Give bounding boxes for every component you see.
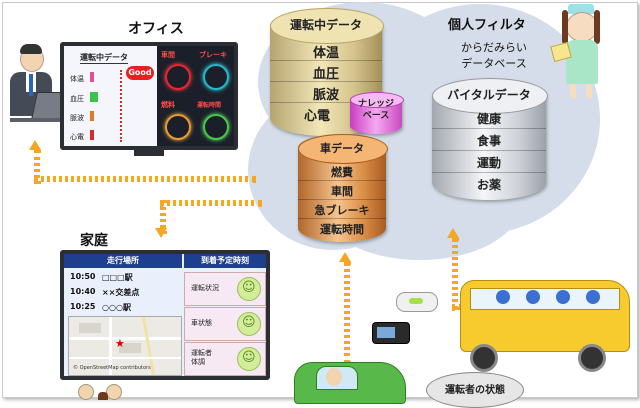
cylinder-item: 運動 xyxy=(476,156,501,170)
knowledge-base-cylinder: ナレッジ ベース xyxy=(350,92,404,134)
gauge-icon xyxy=(203,114,229,140)
cylinder-item: 心電 xyxy=(304,109,331,124)
place-value: ○○○駅 xyxy=(102,303,131,312)
level-bar xyxy=(90,72,94,82)
location-marker-icon: ★ xyxy=(115,337,125,350)
eta-header: 到着予定時刻 xyxy=(184,254,266,268)
place-value: ××交差点 xyxy=(102,288,140,297)
cylinder-item: 食事 xyxy=(476,134,501,148)
monitor-stand xyxy=(134,150,164,156)
office-screen-title: 運転中データ xyxy=(80,53,128,64)
cylinder-item: 運転時間 xyxy=(320,223,364,236)
status-label: 運転状況 xyxy=(191,284,219,292)
time-value: 10:25 xyxy=(70,302,96,311)
office-title: オフィス xyxy=(128,21,184,37)
personal-db-subtitle: からだみらい データベース xyxy=(461,41,527,70)
gauge-label: 車間 xyxy=(161,51,175,59)
status-row: 運転状況 ☺ xyxy=(184,272,266,306)
office-row-label: 心電 xyxy=(70,133,84,141)
gauge-label: 燃料 xyxy=(161,101,175,109)
home-title: 家庭 xyxy=(80,233,108,249)
smile-face-icon: ☺ xyxy=(237,312,261,336)
gauge-icon xyxy=(203,64,229,90)
gauge-label: ブレーキ xyxy=(199,51,227,59)
office-row-label: 脈波 xyxy=(70,114,84,122)
cylinder-item: 血圧 xyxy=(312,67,339,82)
level-bar xyxy=(90,130,94,140)
cylinder-item: 脈波 xyxy=(312,88,339,103)
status-row: 運転者 体調 ☺ xyxy=(184,342,266,376)
route-map: ★ © OpenStreetMap contributors xyxy=(68,316,182,376)
cylinder-item: 健康 xyxy=(476,112,501,126)
good-badge: Good xyxy=(126,66,154,80)
gauge-label: 運転時間 xyxy=(197,102,222,109)
office-data-panel: 運転中データ 体温 血圧 脈波 心電 Good xyxy=(64,46,157,146)
cylinder-item: 体温 xyxy=(312,46,339,61)
cylinder-item: 燃費 xyxy=(331,166,353,179)
home-screen: 走行場所 到着予定時刻 10:50 □□□駅 10:40 ××交差点 10:25… xyxy=(64,254,266,376)
cylinder-title: バイタルデータ xyxy=(447,88,531,102)
time-value: 10:50 xyxy=(70,272,96,281)
driver-state-bubble: 運転者の状態 xyxy=(426,372,524,408)
cylinder-title: 車データ xyxy=(320,142,364,155)
status-label: 運転者 体調 xyxy=(191,349,212,366)
car-data-cylinder: 車データ 燃費 車間 急ブレーキ 運転時間 xyxy=(298,134,388,242)
personal-filter-title: 個人フィルタ xyxy=(448,18,526,33)
place-value: □□□駅 xyxy=(102,273,133,282)
location-header: 走行場所 xyxy=(64,254,182,268)
cylinder-title: 運転中データ xyxy=(289,18,362,32)
level-bar xyxy=(90,92,98,102)
gauge-icon xyxy=(165,114,191,140)
cylinder-item: 急ブレーキ xyxy=(314,204,370,217)
smile-face-icon: ☺ xyxy=(237,347,261,371)
cylinder-title: ナレッジ ベース xyxy=(357,99,394,121)
dotted-line xyxy=(120,70,124,142)
cylinder-item: お薬 xyxy=(476,178,501,192)
gauge-icon xyxy=(165,64,191,90)
office-row-label: 血圧 xyxy=(70,95,84,103)
status-label: 車状態 xyxy=(191,319,212,327)
driver-state-label: 運転者の状態 xyxy=(445,385,505,396)
level-bar xyxy=(90,111,94,121)
map-credit: © OpenStreetMap contributors xyxy=(73,365,151,371)
smile-face-icon: ☺ xyxy=(237,277,261,301)
office-gauge-panel: 車間 ブレーキ 燃料 運転時間 xyxy=(157,46,234,146)
time-value: 10:40 xyxy=(70,287,96,296)
cylinder-item: 車間 xyxy=(331,185,353,198)
office-row-label: 体温 xyxy=(70,75,84,83)
vital-data-cylinder: バイタルデータ 健康 食事 運動 お薬 xyxy=(432,78,548,200)
driving-data-cylinder: 運転中データ 体温 血圧 脈波 心電 xyxy=(270,8,384,136)
drive-recorder-icon xyxy=(372,322,410,344)
status-row: 車状態 ☺ xyxy=(184,307,266,341)
sensor-device-icon xyxy=(396,292,438,312)
